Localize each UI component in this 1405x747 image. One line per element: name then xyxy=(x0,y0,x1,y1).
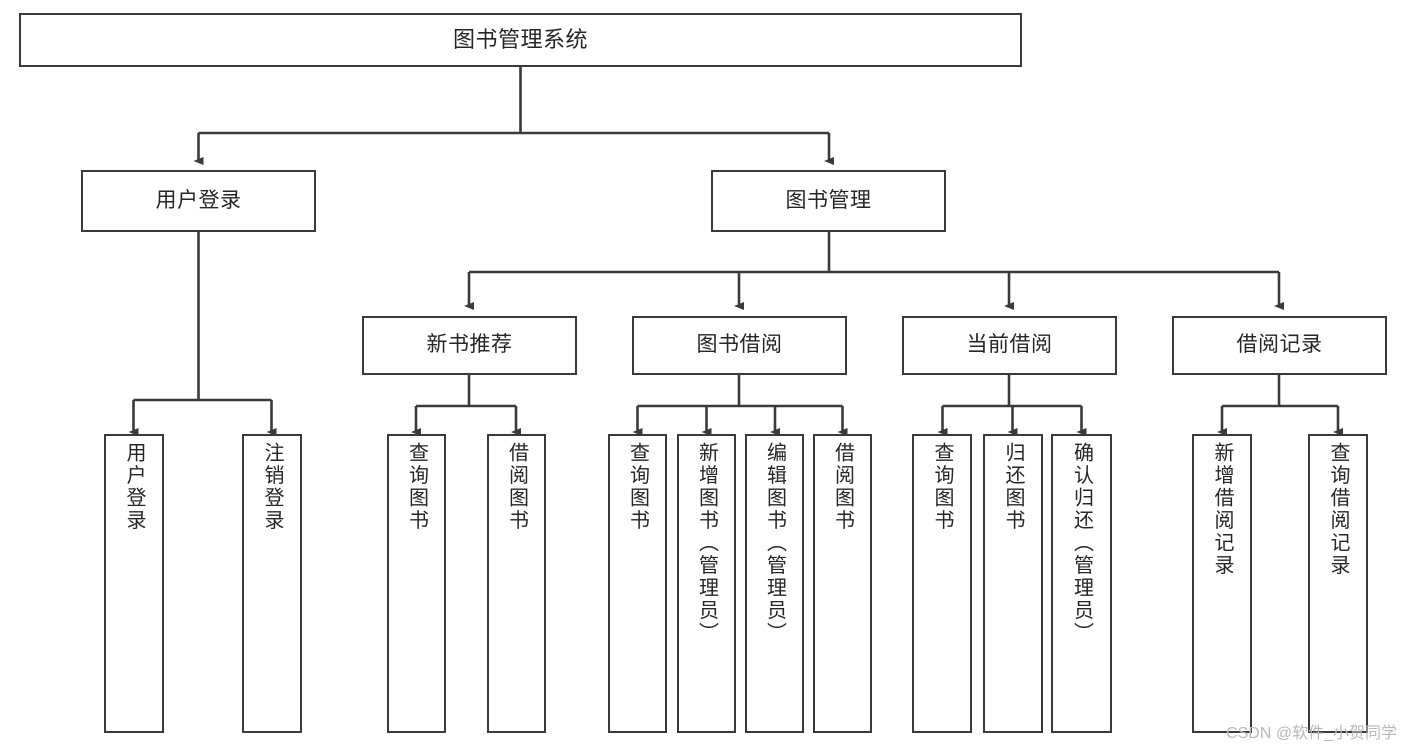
node-root-system[interactable]: 图书管理系统 xyxy=(19,13,1022,67)
node-book-management[interactable]: 图书管理 xyxy=(711,170,946,232)
node-leaf-user-login[interactable]: 用户登录 xyxy=(104,434,164,733)
node-leaf-add-record-label: 新增借阅记录 xyxy=(1211,442,1233,577)
node-leaf-edit-book-label: 编辑图书（管理员） xyxy=(763,442,786,645)
node-leaf-return-book-label: 归还图书 xyxy=(1002,442,1024,532)
node-root-system-label: 图书管理系统 xyxy=(452,27,588,53)
node-book-borrow[interactable]: 图书借阅 xyxy=(632,316,847,375)
node-leaf-borrow-book-2[interactable]: 借阅图书 xyxy=(813,434,872,733)
node-user-login[interactable]: 用户登录 xyxy=(81,170,316,232)
node-leaf-query-book-2[interactable]: 查询图书 xyxy=(608,434,667,733)
node-leaf-user-login-label: 用户登录 xyxy=(123,442,145,532)
node-leaf-edit-book[interactable]: 编辑图书（管理员） xyxy=(745,434,804,733)
node-leaf-logout-login-label: 注销登录 xyxy=(261,442,283,532)
node-book-borrow-label: 图书借阅 xyxy=(696,333,783,357)
node-leaf-logout-login[interactable]: 注销登录 xyxy=(242,434,302,733)
node-leaf-borrow-book-2-label: 借阅图书 xyxy=(831,442,854,532)
node-current-borrow[interactable]: 当前借阅 xyxy=(902,316,1117,375)
node-book-management-label: 图书管理 xyxy=(785,188,872,212)
node-leaf-add-record[interactable]: 新增借阅记录 xyxy=(1192,434,1252,733)
node-leaf-query-book-3[interactable]: 查询图书 xyxy=(912,434,972,733)
node-leaf-confirm-return-label: 确认归还（管理员） xyxy=(1070,442,1093,645)
node-leaf-add-book-label: 新增图书（管理员） xyxy=(695,442,718,645)
node-borrow-record-label: 借阅记录 xyxy=(1236,333,1323,357)
node-new-book-recommend[interactable]: 新书推荐 xyxy=(362,316,577,375)
node-leaf-query-book-1[interactable]: 查询图书 xyxy=(387,434,446,733)
csdn-watermark: CSDN @软件_小贺同学 xyxy=(1226,725,1397,742)
node-leaf-confirm-return[interactable]: 确认归还（管理员） xyxy=(1051,434,1112,733)
node-borrow-record[interactable]: 借阅记录 xyxy=(1172,316,1387,375)
node-leaf-query-book-3-label: 查询图书 xyxy=(931,442,953,532)
node-leaf-query-book-1-label: 查询图书 xyxy=(405,442,428,532)
node-leaf-return-book[interactable]: 归还图书 xyxy=(983,434,1043,733)
node-leaf-query-record[interactable]: 查询借阅记录 xyxy=(1308,434,1368,733)
node-leaf-query-book-2-label: 查询图书 xyxy=(626,442,649,532)
node-new-book-recommend-label: 新书推荐 xyxy=(426,333,513,357)
node-leaf-query-record-label: 查询借阅记录 xyxy=(1327,442,1349,577)
node-leaf-borrow-book-1[interactable]: 借阅图书 xyxy=(487,434,546,733)
node-leaf-add-book[interactable]: 新增图书（管理员） xyxy=(677,434,736,733)
node-leaf-borrow-book-1-label: 借阅图书 xyxy=(505,442,528,532)
node-current-borrow-label: 当前借阅 xyxy=(966,333,1053,357)
node-user-login-label: 用户登录 xyxy=(155,188,242,212)
